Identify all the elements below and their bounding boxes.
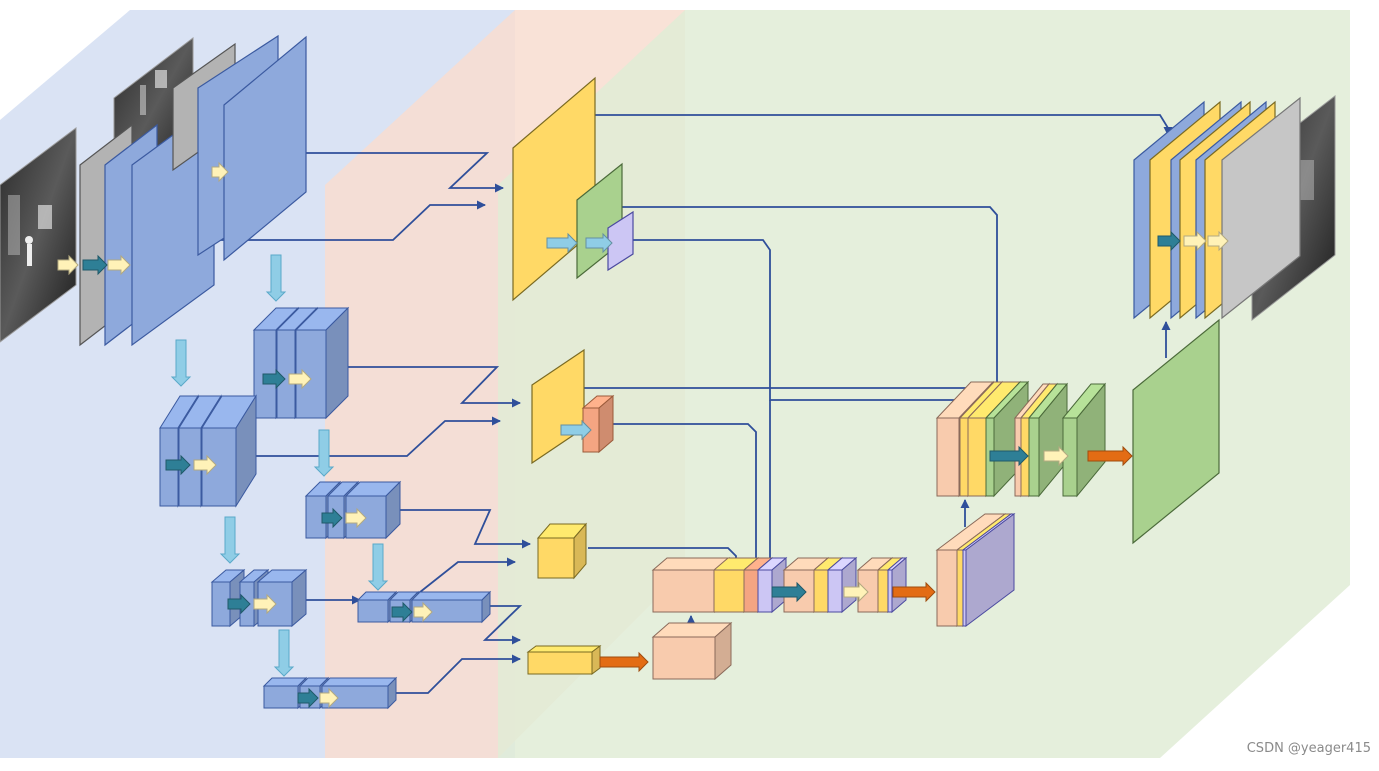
bridge-orange-block [581, 394, 615, 454]
skip-l2b-to-bridge [336, 366, 521, 408]
encoder-l2b-block-3 [294, 306, 350, 420]
cream-arrow-decoder-mid [1043, 445, 1069, 467]
input-thermal-image-large [0, 127, 77, 343]
lightblue-arrow-bridge-top-2 [585, 232, 613, 254]
cream-arrow-input-1 [57, 254, 79, 276]
encoder-l3a-block-3 [256, 568, 308, 628]
cream-arrow-l2a [193, 454, 217, 476]
encoder-l1b-sheet-b [223, 35, 307, 262]
skip-l4b-to-bridge [409, 557, 516, 601]
teal-arrow-l3a [227, 593, 251, 615]
teal-arrow-l3b [321, 507, 343, 529]
orange-arrow-decoder-mid [1087, 445, 1133, 467]
cream-arrow-decoder-top-2 [1207, 230, 1229, 252]
down-arrow-5 [367, 543, 389, 591]
teal-arrow-decoder-mid [989, 445, 1029, 467]
cream-arrow-input-2 [107, 254, 131, 276]
decoder-conv2-lavender [886, 556, 908, 614]
decoder-concat-lavender [756, 556, 788, 614]
orange-arrow-decoder-low [892, 581, 936, 603]
cream-arrow-l3b [345, 507, 367, 529]
bridge-yellow-flat [526, 645, 602, 675]
encoder-l4a-block-3 [320, 676, 398, 710]
encoder-l3b-block-3 [344, 480, 402, 540]
cream-arrow-l2b [288, 368, 312, 390]
decoder-up1-lavender [961, 513, 1016, 627]
skip-l4b-down [480, 605, 523, 645]
teal-arrow-input [82, 254, 108, 276]
down-arrow-1 [265, 254, 287, 302]
cream-arrow-decoder-low [843, 581, 869, 603]
down-arrow-2 [170, 339, 192, 387]
bridge-yellow-cube [536, 522, 588, 580]
cream-arrow-l3a [253, 593, 277, 615]
decoder-tall-green-slab [1132, 318, 1220, 545]
cream-arrow-l1b [211, 161, 229, 183]
skip-l4a-to-bridge [392, 654, 521, 694]
down-arrow-4 [219, 516, 241, 564]
teal-arrow-l4a [297, 687, 319, 709]
decoder-top-sheet-gray [1221, 96, 1301, 320]
lightblue-arrow-bridge-top-1 [546, 232, 578, 254]
watermark-text: CSDN @yeager415 [1246, 741, 1371, 756]
skip-l1b-to-bridge [272, 152, 504, 193]
teal-arrow-l2a [165, 454, 191, 476]
bridge-green-to-mid [609, 206, 1002, 409]
skip-l3b-to-bridge [396, 509, 531, 549]
encoder-l3a-block-1 [210, 568, 246, 628]
lightblue-arrow-bridge-mid [560, 419, 592, 441]
decoder-conv1-lavender [826, 556, 858, 614]
teal-arrow-l4b [391, 601, 413, 623]
cream-arrow-l4a [319, 687, 339, 709]
teal-arrow-decoder-low [771, 581, 807, 603]
teal-arrow-decoder-top [1157, 230, 1181, 252]
bridge-lavender-sheet [607, 210, 634, 272]
decoder-mid2-green [1027, 382, 1069, 498]
skip-l1-to-bridge [180, 200, 486, 241]
cream-arrow-l4b [413, 601, 433, 623]
teal-arrow-l2b [262, 368, 286, 390]
encoder-l4b-block-3 [410, 590, 492, 624]
cream-arrow-decoder-top-1 [1183, 230, 1207, 252]
down-arrow-3 [313, 429, 335, 477]
bridge-orange-to-concat [612, 423, 761, 567]
orange-arrow-bridge-low [599, 651, 649, 673]
decoder-peach-block-low [651, 621, 733, 681]
down-arrow-6 [273, 629, 295, 677]
